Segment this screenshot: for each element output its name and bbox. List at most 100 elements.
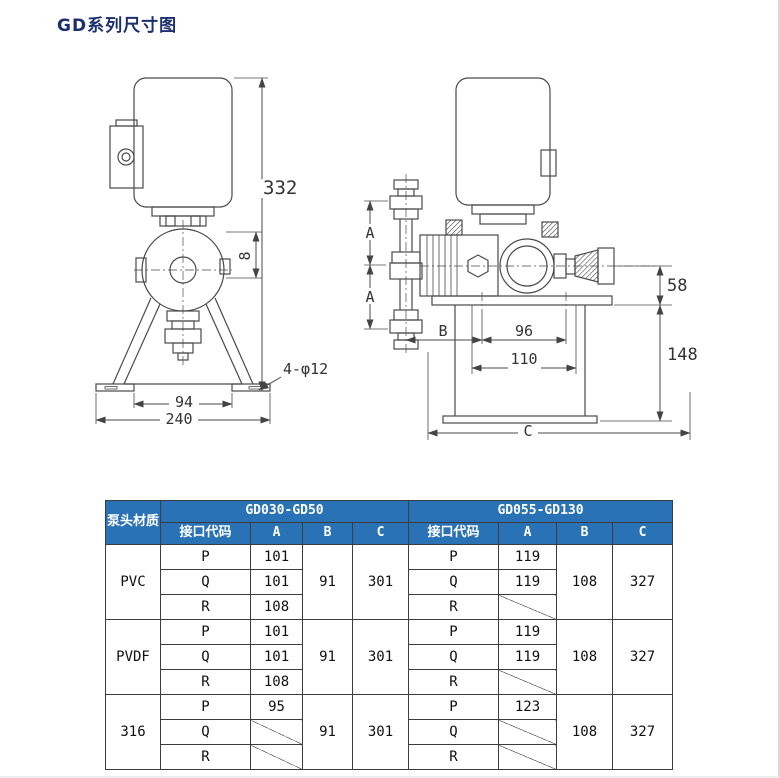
code-cell: R xyxy=(160,744,251,770)
dim-label-240: 240 xyxy=(165,410,192,428)
group-header-gd030-gd50: GD030-GD50 xyxy=(160,500,409,523)
value-cell: 108 xyxy=(250,669,303,695)
stroke-adjust-knob xyxy=(553,247,615,285)
code-cell: R xyxy=(408,744,499,770)
dim-label-a-upper: A xyxy=(365,224,374,242)
na-cell xyxy=(250,744,303,770)
code-cell: Q xyxy=(160,569,251,595)
table-row: PVC P 101 91 301 P 119 108 327 xyxy=(105,544,673,620)
dim-label-b: B xyxy=(438,322,447,340)
dim-label-94: 94 xyxy=(175,393,193,411)
front-view: 332 8 4-φ12 94 xyxy=(95,77,328,428)
code-cell: R xyxy=(160,669,251,695)
na-cell xyxy=(250,719,303,745)
dimension-feet-94: 94 xyxy=(133,393,233,411)
value-cell: 119 xyxy=(498,544,557,570)
value-cell: 101 xyxy=(250,619,303,645)
value-cell: 327 xyxy=(612,544,673,620)
value-cell: 123 xyxy=(498,694,557,720)
table-row: Q Q xyxy=(106,719,673,745)
code-cell: R xyxy=(160,594,251,620)
valve-stack-front xyxy=(164,310,202,361)
dim-label-a-lower: A xyxy=(365,288,374,306)
dimension-height-332: 332 xyxy=(234,77,297,392)
na-cell xyxy=(498,594,557,620)
code-cell: P xyxy=(160,694,251,720)
table-row: Q 101 Q 119 xyxy=(106,644,673,670)
dimension-table: 泵头材质 GD030-GD50 GD055-GD130 接口代码 A B C 接… xyxy=(105,500,673,770)
dimension-base-240: 240 xyxy=(95,393,271,428)
dim-label-332: 332 xyxy=(263,177,297,199)
value-cell: 108 xyxy=(556,694,613,770)
value-cell: 108 xyxy=(556,619,613,695)
motor-front xyxy=(133,77,233,208)
col-header-a-right: A xyxy=(498,522,557,545)
value-cell: 108 xyxy=(556,544,613,620)
value-cell: 91 xyxy=(302,544,353,620)
value-cell: 301 xyxy=(352,544,409,620)
code-cell: P xyxy=(408,544,499,570)
code-cell: R xyxy=(408,669,499,695)
value-cell: 119 xyxy=(498,619,557,645)
page-title: GD系列尺寸图 xyxy=(57,16,178,36)
code-cell: P xyxy=(408,694,499,720)
value-cell: 119 xyxy=(498,569,557,595)
value-cell: 91 xyxy=(302,619,353,695)
dim-label-8: 8 xyxy=(236,251,254,260)
code-cell: R xyxy=(408,594,499,620)
value-cell: 101 xyxy=(250,569,303,595)
col-header-b-right: B xyxy=(556,522,613,545)
value-cell: 119 xyxy=(498,644,557,670)
dimension-c: C xyxy=(427,352,691,440)
dimension-b: B xyxy=(405,310,483,344)
col-header-b-left: B xyxy=(302,522,353,545)
code-cell: Q xyxy=(160,719,251,745)
dimension-a-lower: A xyxy=(362,264,388,330)
col-header-code-right: 接口代码 xyxy=(408,522,499,545)
value-cell: 95 xyxy=(250,694,303,720)
pump-dimension-drawing: 332 8 4-φ12 94 xyxy=(95,77,701,440)
table-row: R R xyxy=(106,744,673,770)
material-pvdf: PVDF xyxy=(105,619,161,695)
dim-label-4-phi12: 4-φ12 xyxy=(283,360,328,378)
value-cell: 91 xyxy=(302,694,353,770)
dim-label-96: 96 xyxy=(515,322,533,340)
na-cell xyxy=(498,744,557,770)
code-cell: Q xyxy=(408,644,499,670)
value-cell: 101 xyxy=(250,544,303,570)
value-cell: 108 xyxy=(250,594,303,620)
valve-column-side xyxy=(389,174,423,354)
dimension-148: 148 xyxy=(600,304,701,422)
junction-box xyxy=(109,119,144,189)
table-row: PVDF P 101 91 301 P 119 108 327 xyxy=(105,619,673,695)
dimension-58: 58 xyxy=(614,265,687,306)
dimension-shaft-8: 8 xyxy=(226,231,262,279)
pump-housing-front xyxy=(134,220,232,368)
value-cell: 301 xyxy=(352,694,409,770)
table-row: R 108 R xyxy=(106,594,673,620)
code-cell: P xyxy=(160,619,251,645)
dimension-mount-holes: 4-φ12 xyxy=(258,360,328,391)
pump-head-side xyxy=(419,234,655,297)
table-row: Q 101 Q 119 xyxy=(106,569,673,595)
table-row: 316 P 95 91 301 P 123 108 327 xyxy=(105,694,673,770)
code-cell: Q xyxy=(160,644,251,670)
code-cell: P xyxy=(408,619,499,645)
code-cell: Q xyxy=(408,569,499,595)
dimension-a-upper: A xyxy=(362,200,388,266)
code-cell: Q xyxy=(408,719,499,745)
col-header-c-left: C xyxy=(352,522,409,545)
dim-label-110: 110 xyxy=(510,350,537,368)
na-cell xyxy=(498,719,557,745)
col-header-c-right: C xyxy=(612,522,673,545)
dim-label-148: 148 xyxy=(667,345,698,365)
col-header-code-left: 接口代码 xyxy=(160,522,251,545)
mounting-stand xyxy=(95,297,271,392)
value-cell: 101 xyxy=(250,644,303,670)
dimension-110: 110 xyxy=(471,305,577,374)
col-header-a-left: A xyxy=(250,522,303,545)
dimension-96: 96 xyxy=(481,310,567,344)
group-header-gd055-gd130: GD055-GD130 xyxy=(408,500,673,523)
base-pedestal-side xyxy=(431,292,613,424)
